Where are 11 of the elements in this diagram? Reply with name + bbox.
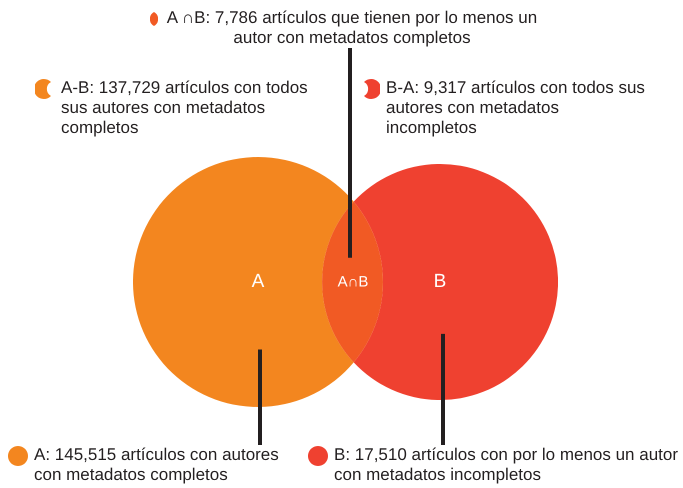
leader-line	[441, 334, 445, 445]
callout-text: B: 17,510 artículos con por lo menos un autor con metadatos incompletos	[334, 445, 679, 485]
leader-line	[348, 48, 352, 258]
callout-text: A ∩B: 7,786 artículos que tienen por lo menos un autor con metadatos completos	[166, 8, 538, 48]
set-label: A	[252, 271, 264, 293]
leader-line	[258, 350, 262, 445]
set-label: B	[434, 271, 446, 293]
callout-text: B-A: 9,317 artículos con todos sus autores con metadatos incompletos	[386, 78, 646, 138]
callout-text: A-B: 137,729 artículos con todos sus autores con metadatos completos	[61, 78, 309, 138]
set-label: A∩B	[338, 274, 368, 290]
callout-text: A: 145,515 artículos con autores con metadatos completos	[34, 445, 280, 485]
